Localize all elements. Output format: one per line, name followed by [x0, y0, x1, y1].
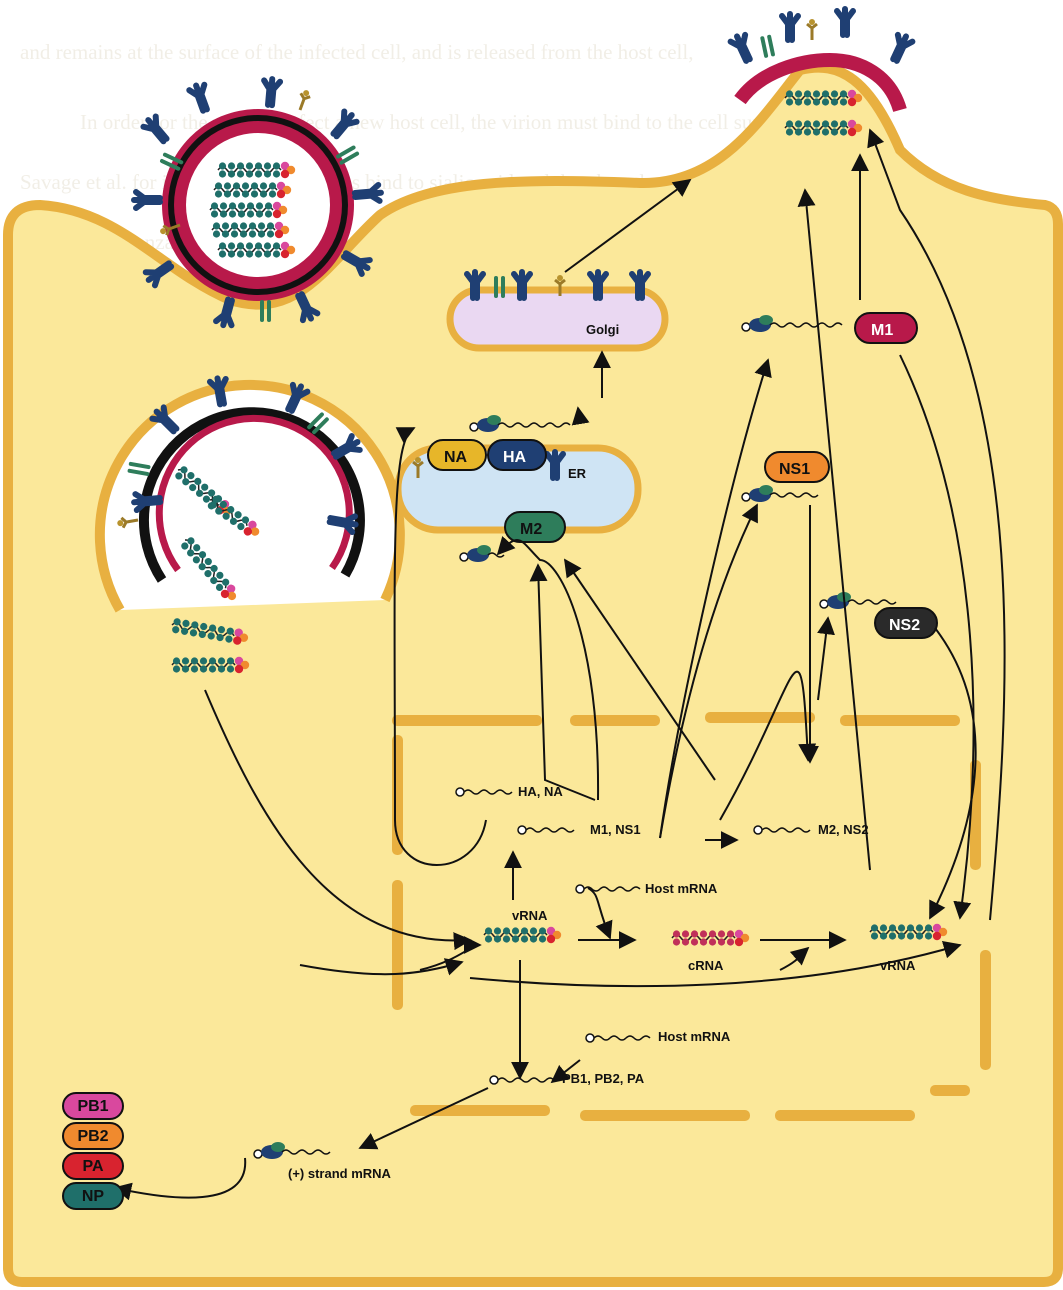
svg-text:HA: HA [503, 449, 527, 466]
legend-np: NP [63, 1183, 123, 1209]
label-m2-ns2: M2, NS2 [818, 822, 869, 837]
legend-label: PB1 [77, 1098, 108, 1115]
svg-text:NA: NA [444, 449, 468, 466]
label-ha-na: HA, NA [518, 784, 563, 799]
legend-label: NP [82, 1188, 105, 1205]
label-vrna-2: vRNA [880, 958, 916, 973]
er-label: ER [568, 466, 587, 481]
label-host-mrna-2: Host mRNA [658, 1029, 731, 1044]
m2-protein: M2 [505, 512, 565, 542]
ha-protein: HA [488, 440, 546, 470]
svg-text:NS1: NS1 [779, 461, 810, 478]
legend-pa: PA [63, 1153, 123, 1179]
na-protein: NA [428, 440, 486, 470]
host-cell-membrane [8, 68, 1058, 1282]
legend-pb1: PB1 [63, 1093, 123, 1119]
label-crna: cRNA [688, 958, 724, 973]
label-m1-ns1: M1, NS1 [590, 822, 641, 837]
svg-text:NS2: NS2 [889, 617, 920, 634]
label-vrna-1: vRNA [512, 908, 548, 923]
svg-text:M1: M1 [871, 322, 893, 339]
ns1-protein: NS1 [765, 452, 829, 482]
legend-label: PA [82, 1158, 103, 1175]
ns2-protein: NS2 [875, 608, 937, 638]
golgi-label: Golgi [586, 322, 619, 337]
label-host-mrna-1: Host mRNA [645, 881, 718, 896]
label-pb-genes: PB1, PB2, PA [562, 1071, 645, 1086]
svg-text:M2: M2 [520, 521, 542, 538]
m1-protein: M1 [855, 313, 917, 343]
legend-pb2: PB2 [63, 1123, 123, 1149]
label-plus-strand: (+) strand mRNA [288, 1166, 392, 1181]
legend-label: PB2 [77, 1128, 108, 1145]
